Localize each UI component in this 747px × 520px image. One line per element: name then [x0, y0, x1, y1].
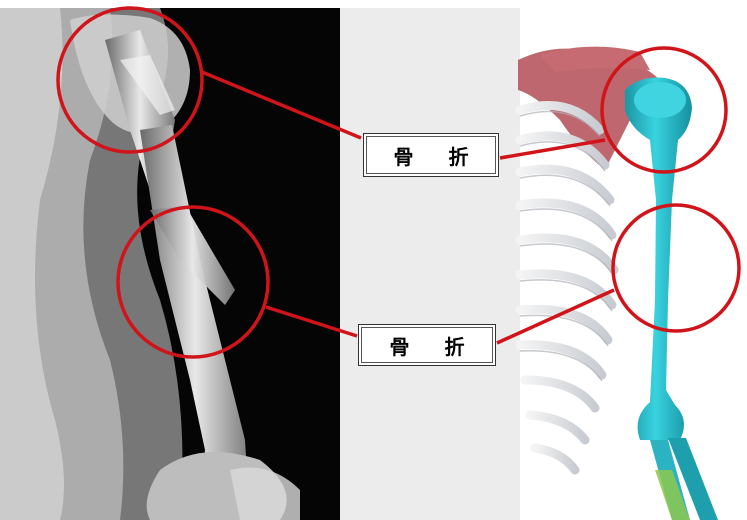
skeleton-model — [518, 8, 747, 520]
center-panel — [338, 8, 520, 520]
xray-image — [0, 8, 340, 520]
fracture-label-top: 骨 折 — [363, 133, 499, 177]
fracture-label-bottom: 骨 折 — [358, 324, 496, 366]
